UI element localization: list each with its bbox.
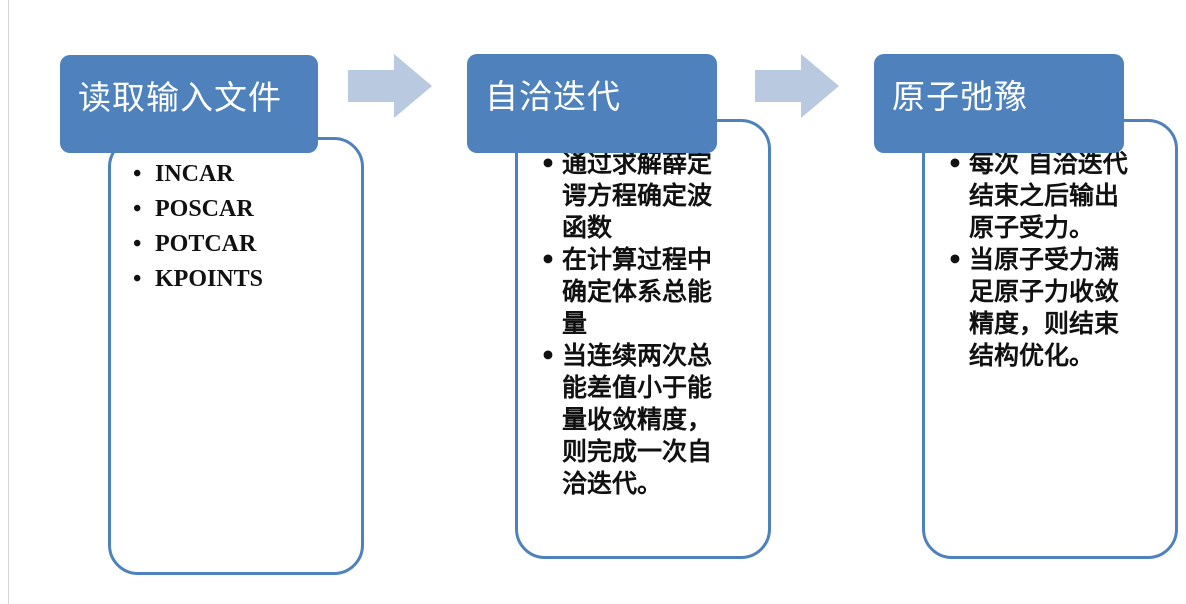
bullet-icon: • bbox=[947, 149, 963, 178]
bullet-icon: • bbox=[133, 196, 142, 222]
list-item-text: 在计算过程中 确定体系总能 量 bbox=[562, 245, 713, 338]
step2-header: 自洽迭代 bbox=[467, 54, 717, 153]
step3-panel: •每次 自洽迭代 结束之后输出 原子受力。 •当原子受力满 足原子力收敛 精度，… bbox=[922, 119, 1178, 559]
right-arrow-icon bbox=[348, 54, 432, 118]
bullet-icon: • bbox=[540, 245, 556, 274]
bullet-icon: • bbox=[133, 231, 142, 257]
step1-list: • INCAR • POSCAR • POTCAR • KPOINTS bbox=[133, 157, 353, 297]
step1-title: 读取输入文件 bbox=[78, 78, 282, 117]
list-item: •每次 自洽迭代 结束之后输出 原子受力。 bbox=[947, 148, 1167, 244]
step1-header: 读取输入文件 bbox=[60, 55, 318, 153]
bullet-icon: • bbox=[540, 149, 556, 178]
list-item: •在计算过程中 确定体系总能 量 bbox=[540, 244, 760, 340]
list-item: •通过求解薛定 谔方程确定波 函数 bbox=[540, 148, 760, 244]
step1-panel: • INCAR • POSCAR • POTCAR • KPOINTS bbox=[108, 137, 364, 575]
page-left-rule bbox=[8, 0, 9, 604]
step3-title: 原子弛豫 bbox=[892, 77, 1028, 116]
step2-panel: •通过求解薛定 谔方程确定波 函数 •在计算过程中 确定体系总能 量 •当连续两… bbox=[515, 119, 771, 559]
bullet-icon: • bbox=[133, 161, 142, 187]
list-item-text: INCAR bbox=[155, 161, 234, 187]
step2-title: 自洽迭代 bbox=[485, 77, 621, 116]
list-item: • POTCAR bbox=[133, 227, 353, 262]
list-item-text: 当连续两次总 能差值小于能 量收敛精度， 则完成一次自 洽迭代。 bbox=[562, 341, 713, 498]
list-item-text: 通过求解薛定 谔方程确定波 函数 bbox=[562, 149, 713, 242]
list-item-text: 当原子受力满 足原子力收敛 精度，则结束 结构优化。 bbox=[969, 245, 1120, 370]
list-item: •当连续两次总 能差值小于能 量收敛精度， 则完成一次自 洽迭代。 bbox=[540, 340, 760, 500]
list-item-text: POTCAR bbox=[155, 231, 257, 257]
bullet-icon: • bbox=[947, 245, 963, 274]
list-item: • INCAR bbox=[133, 157, 353, 192]
bullet-icon: • bbox=[540, 341, 556, 370]
list-item: • KPOINTS bbox=[133, 262, 353, 297]
step3-list: •每次 自洽迭代 结束之后输出 原子受力。 •当原子受力满 足原子力收敛 精度，… bbox=[947, 148, 1167, 372]
list-item-text: KPOINTS bbox=[155, 266, 264, 292]
list-item: •当原子受力满 足原子力收敛 精度，则结束 结构优化。 bbox=[947, 244, 1167, 372]
bullet-icon: • bbox=[133, 266, 142, 292]
list-item: • POSCAR bbox=[133, 192, 353, 227]
list-item-text: 每次 自洽迭代 结束之后输出 原子受力。 bbox=[969, 149, 1128, 242]
step3-header: 原子弛豫 bbox=[874, 54, 1124, 153]
right-arrow-icon bbox=[755, 54, 839, 118]
list-item-text: POSCAR bbox=[155, 196, 254, 222]
step2-list: •通过求解薛定 谔方程确定波 函数 •在计算过程中 确定体系总能 量 •当连续两… bbox=[540, 148, 760, 500]
